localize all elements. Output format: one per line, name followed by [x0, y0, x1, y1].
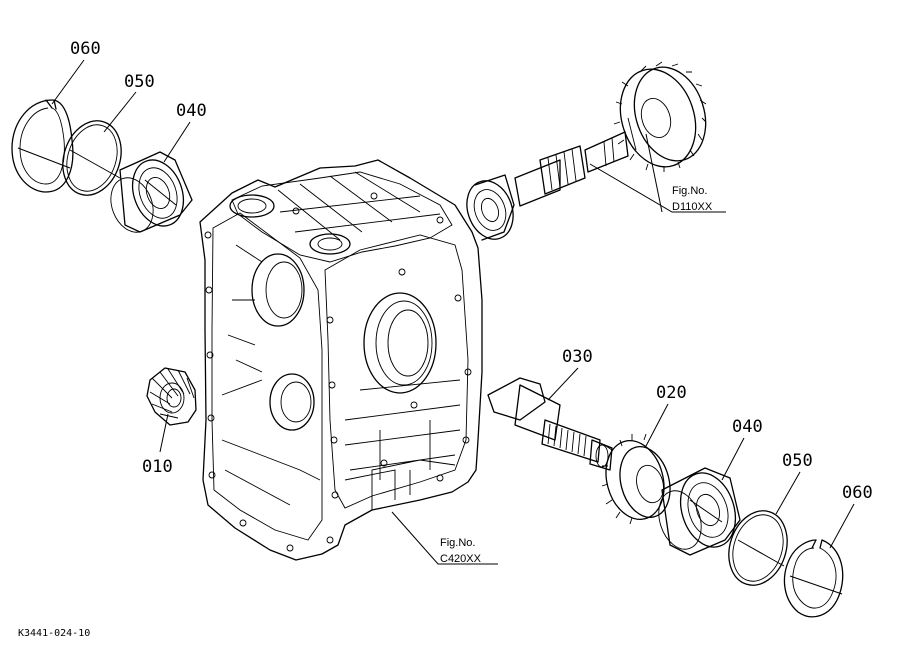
callout-050-upper: 050	[124, 72, 155, 92]
figure-references: Fig.No. D110XX Fig.No. C420XX	[440, 185, 713, 565]
bevel-gear	[146, 367, 197, 426]
callout-050-lower: 050	[782, 451, 813, 471]
fig-ref-lower-label: Fig.No.	[440, 537, 475, 549]
callout-060-upper: 060	[70, 39, 101, 59]
gear-lower	[601, 433, 671, 525]
callout-030: 030	[562, 347, 593, 367]
callout-labels: 060 050 040 030 020 040 050 060 010	[70, 39, 873, 503]
callout-060-lower: 060	[842, 483, 873, 503]
callout-leaders	[51, 59, 855, 565]
shim-upper	[62, 120, 122, 196]
snap-ring-lower	[783, 539, 844, 618]
fig-ref-upper-label: Fig.No.	[672, 185, 707, 197]
upper-shaft-assembly	[514, 61, 707, 207]
housing-bolt-holes	[204, 192, 472, 552]
lower-gear-teeth	[601, 433, 647, 525]
transmission-housing	[199, 159, 483, 561]
callout-040-upper: 040	[176, 101, 207, 121]
fig-ref-lower-code: C420XX	[440, 553, 482, 565]
ball-bearing-lower	[658, 467, 741, 556]
ball-bearing-upper	[110, 151, 193, 233]
fig-ref-upper-code: D110XX	[672, 201, 713, 213]
callout-010: 010	[142, 457, 173, 477]
ball-bearing-shaft	[466, 174, 515, 241]
drawing-code: K3441-024-10	[18, 628, 90, 639]
upper-gear-teeth	[613, 61, 707, 172]
output-shaft	[487, 377, 613, 471]
callout-040-lower: 040	[732, 417, 763, 437]
callout-020: 020	[656, 383, 687, 403]
snap-ring-upper	[11, 99, 74, 193]
shim-lower	[728, 510, 788, 586]
